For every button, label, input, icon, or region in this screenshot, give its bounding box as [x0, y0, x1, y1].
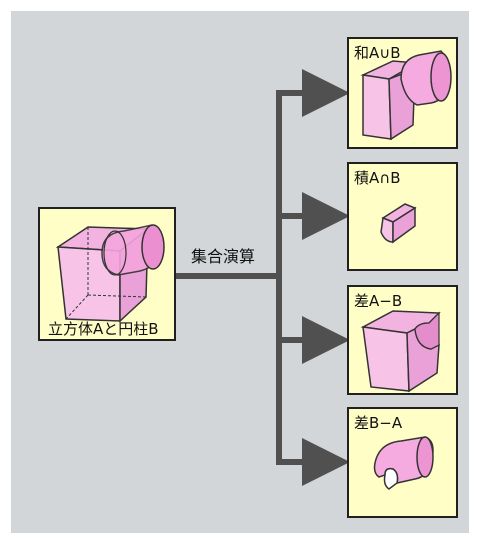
difference-b-a-shape	[373, 436, 434, 490]
source-label: 立方体Aと円柱B	[48, 320, 159, 338]
intersection-shape	[380, 203, 417, 244]
cube-and-cylinder-shape	[55, 224, 165, 323]
result-box-union: 和A∪B	[347, 37, 458, 149]
result-label-difference-b-a: 差B−A	[354, 414, 403, 432]
union-shape	[360, 50, 452, 141]
result-box-difference-a-b: 差A−B	[347, 285, 458, 395]
result-label-difference-a-b: 差A−B	[354, 292, 403, 310]
result-label-intersection: 積A∩B	[354, 169, 401, 187]
result-box-difference-b-a: 差B−A	[347, 407, 458, 518]
difference-a-b-shape	[360, 310, 441, 393]
result-label-union: 和A∪B	[354, 44, 401, 62]
source-box: 立方体Aと円柱B	[38, 207, 176, 341]
operation-label: 集合演算	[191, 247, 256, 266]
result-box-intersection: 積A∩B	[347, 162, 458, 271]
